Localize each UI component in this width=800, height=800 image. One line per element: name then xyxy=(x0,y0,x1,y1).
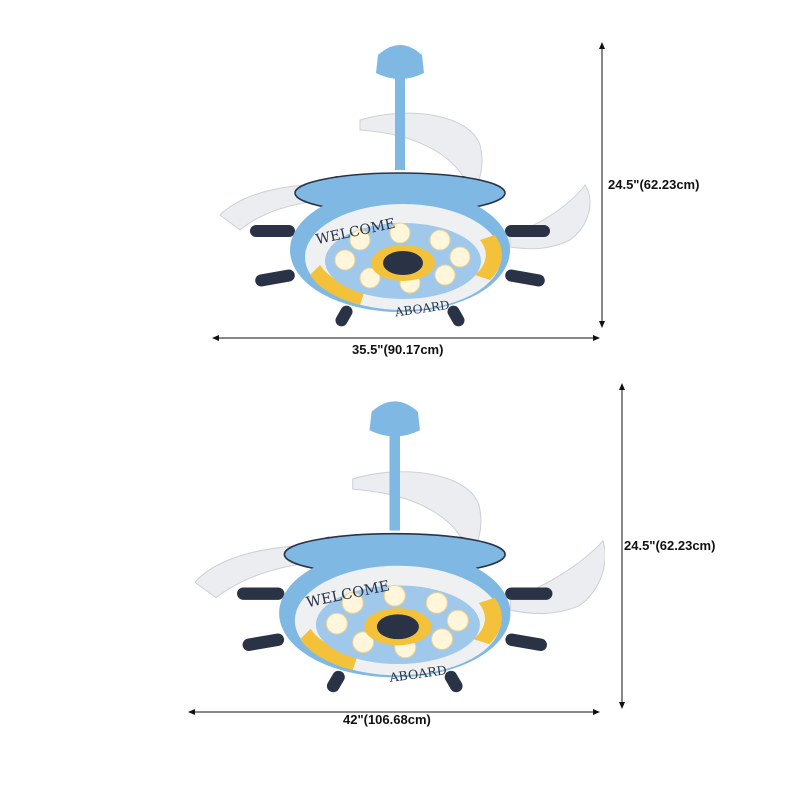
width-dimension-line xyxy=(212,335,600,341)
ship-wheel-fan-image: WELCOME ABOARD xyxy=(195,401,605,693)
height-label: 24.5"(62.23cm) xyxy=(624,538,716,553)
width-label: 35.5"(90.17cm) xyxy=(352,342,444,357)
width-label: 42"(106.68cm) xyxy=(343,712,431,727)
product-panel-bottom: WELCOME ABOARD 24.5"(62.23cm) 42"(106.68… xyxy=(0,383,800,783)
height-dimension-line xyxy=(619,383,625,709)
ship-wheel-fan-image: WELCOME ABOARD xyxy=(219,45,591,327)
height-dimension-line xyxy=(599,42,605,328)
height-label: 24.5"(62.23cm) xyxy=(608,177,700,192)
product-panel-top: WELCOME ABOARD 24.5"(62.23cm) 35.5"(90.1… xyxy=(212,42,700,357)
width-dimension-line xyxy=(188,709,600,715)
